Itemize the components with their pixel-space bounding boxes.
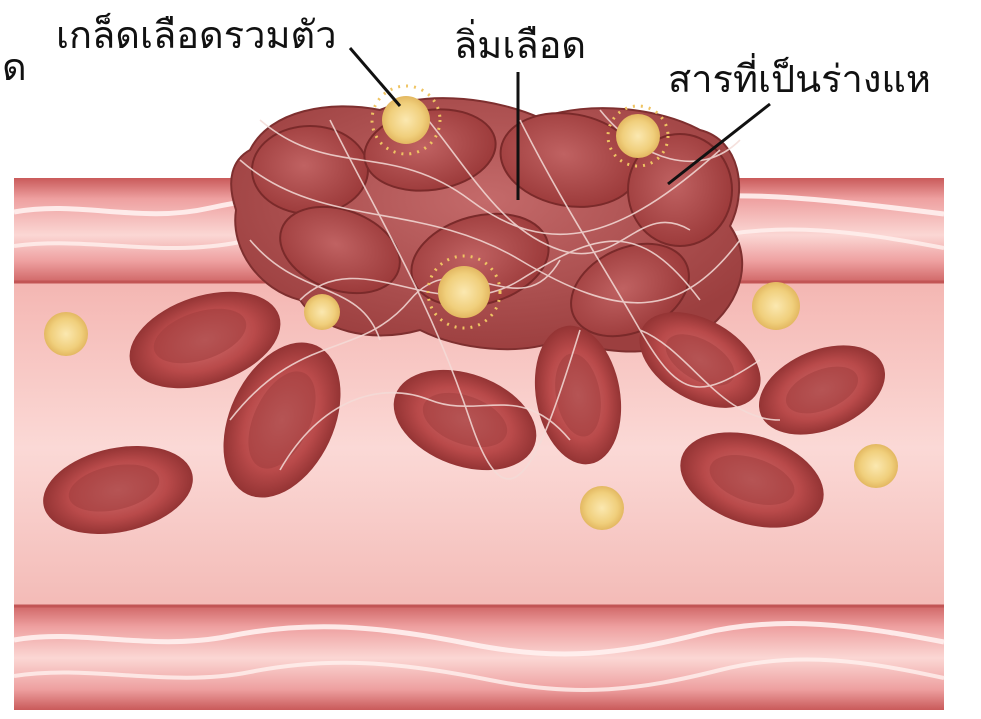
cut-off-label: ด: [2, 44, 27, 90]
platelet: [854, 444, 898, 488]
platelet: [304, 294, 340, 330]
pointer-platelet-aggregation: [350, 48, 400, 106]
clot-cell: [252, 126, 368, 214]
fibrin-mesh-label: สารที่เป็นร่างแห: [668, 56, 931, 102]
platelet-aggregation-label: เกล็ดเลือดรวมตัว: [56, 12, 337, 58]
platelet: [44, 312, 88, 356]
blood-clot-label: ลิ่มเลือด: [454, 22, 586, 68]
platelet: [580, 486, 624, 530]
platelet: [752, 282, 800, 330]
